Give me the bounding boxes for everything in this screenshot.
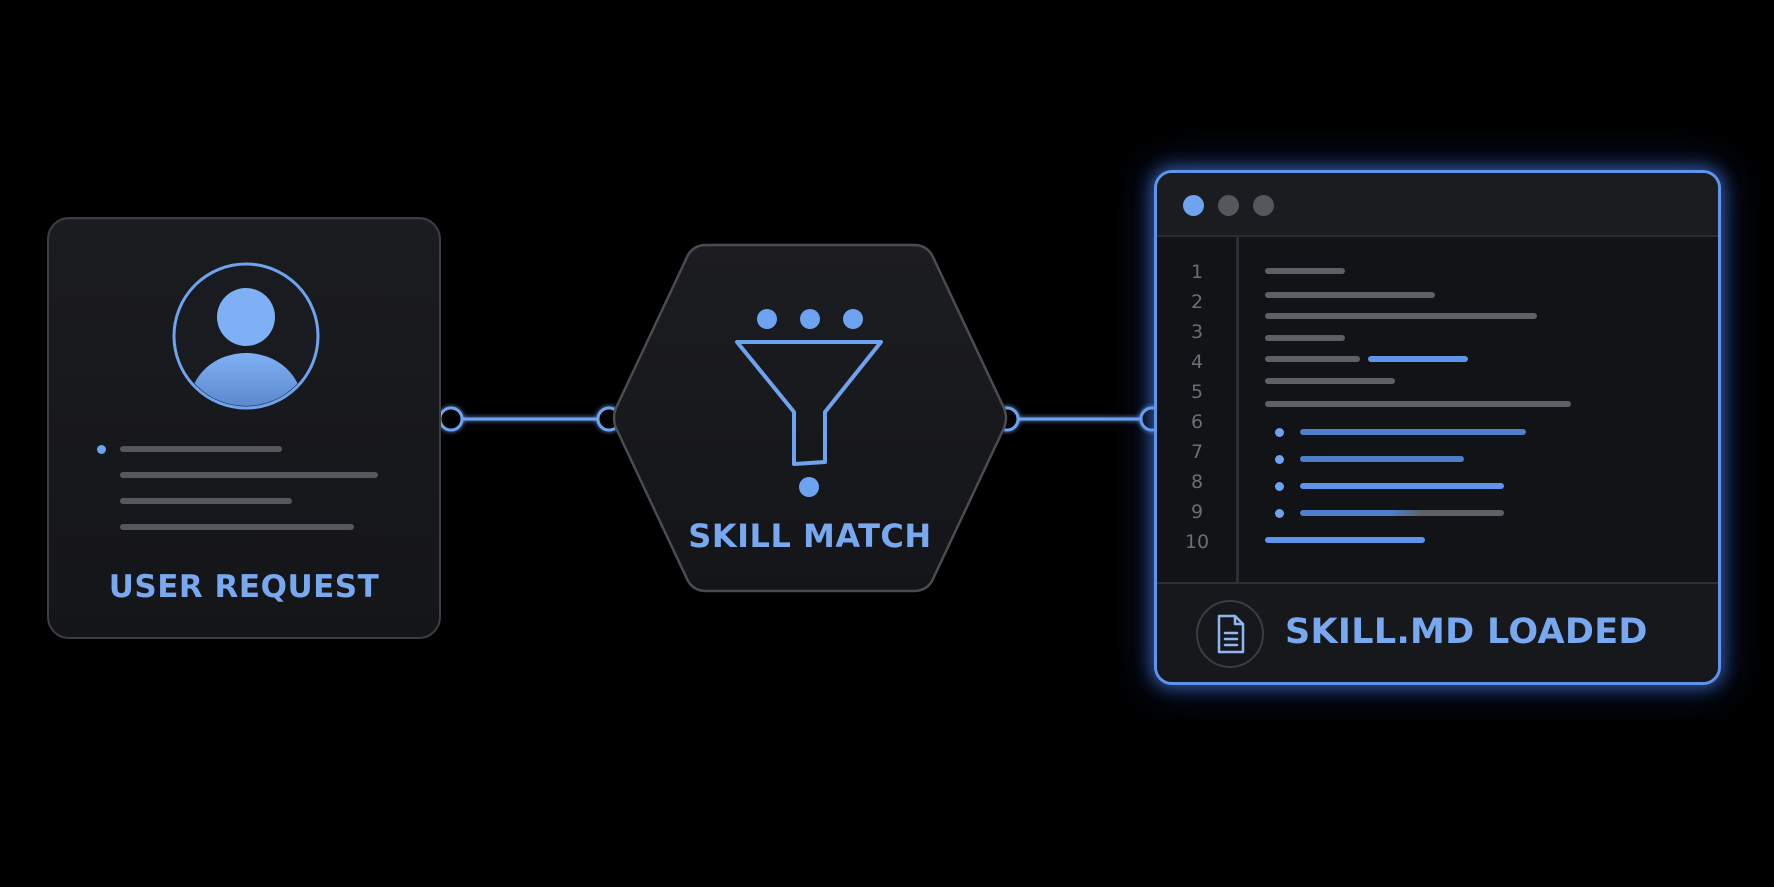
user-request-card: USER REQUEST [47,217,441,639]
window-footer: SKILL.MD LOADED [1157,582,1718,682]
line-number: 10 [1184,531,1210,553]
skill-match-label: SKILL MATCH [688,517,932,555]
line-number: 8 [1190,471,1204,493]
code-line-highlight [1265,537,1425,543]
code-line [1265,313,1537,319]
line-number: 1 [1190,261,1204,283]
code-bullet [1275,455,1284,464]
request-text-line [120,498,292,504]
window-dot [1253,195,1274,216]
line-number: 7 [1190,441,1204,463]
request-text-line [120,524,354,530]
code-bullet [1275,482,1284,491]
code-line [1265,378,1395,384]
skill-md-loaded-label: SKILL.MD LOADED [1285,612,1648,652]
request-text-line [120,472,378,478]
line-number: 6 [1190,411,1204,433]
line-number: 3 [1190,321,1204,343]
code-line-highlight [1300,429,1526,435]
code-line-highlight [1300,510,1504,516]
code-line [1265,335,1345,341]
line-number: 4 [1190,351,1204,373]
code-line [1265,292,1435,298]
window-titlebar [1157,173,1718,237]
code-line-highlight [1368,356,1468,362]
document-icon [1217,614,1245,654]
skill-md-window: 1 2 3 4 5 6 7 8 9 10 [1154,170,1721,685]
window-dot-active [1183,195,1204,216]
skill-match-hexagon [612,243,1008,593]
code-line [1265,268,1345,274]
connector-node [438,406,464,432]
user-avatar-icon [172,262,320,410]
code-line-highlight [1300,456,1464,462]
funnel-icon [735,309,883,497]
document-icon-badge [1196,600,1264,668]
request-bullet [97,445,106,454]
gutter-divider [1236,237,1239,582]
line-number: 2 [1190,291,1204,313]
code-line [1265,356,1360,362]
window-dot [1218,195,1239,216]
code-bullet [1275,509,1284,518]
line-number: 5 [1190,381,1204,403]
request-text-line [120,446,282,452]
code-bullet [1275,428,1284,437]
line-number: 9 [1190,501,1204,523]
user-request-label: USER REQUEST [108,569,380,605]
code-line-highlight [1300,483,1504,489]
connector-right [994,406,1165,432]
connector-left [438,406,622,432]
code-line [1265,401,1571,407]
